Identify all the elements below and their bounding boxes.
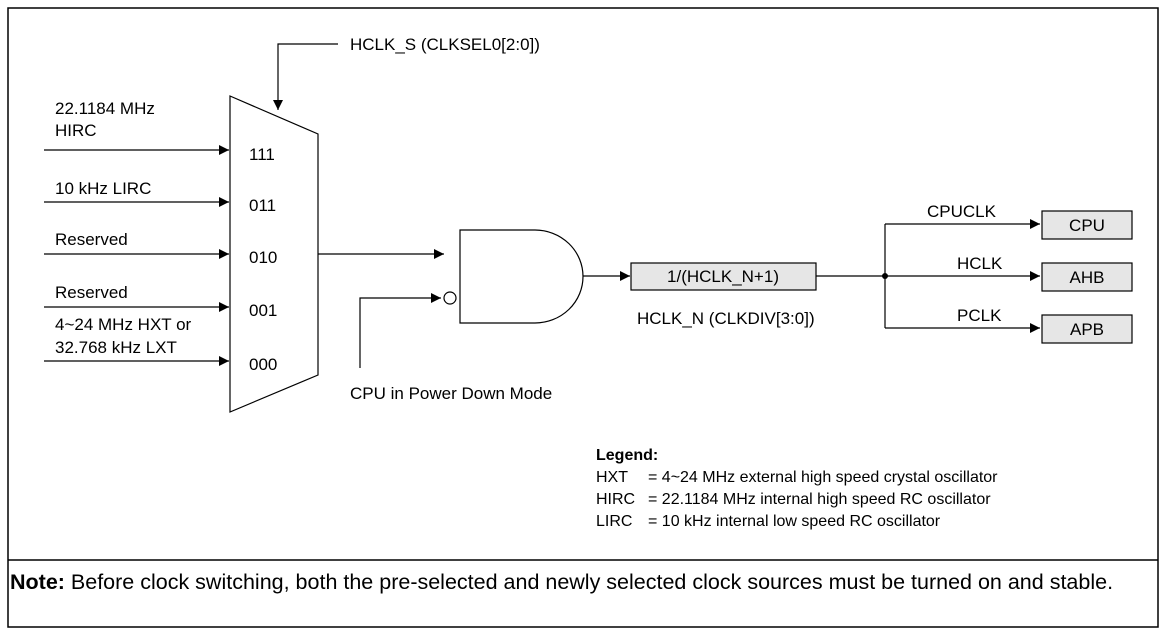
mux-code-111: 111 (249, 145, 275, 164)
input-label-reserved-1: Reserved (55, 230, 128, 249)
input-label-lirc: 10 kHz LIRC (55, 179, 151, 198)
legend-desc-lirc: = 10 kHz internal low speed RC oscillato… (648, 513, 941, 530)
legend-abbr-hxt: HXT (596, 469, 628, 486)
select-signal: HCLK_S (CLKSEL0[2:0]) (273, 35, 540, 110)
mux-code-001: 001 (249, 301, 277, 320)
apb-block-label: APB (1070, 320, 1104, 339)
signal-label-hclk: HCLK (957, 254, 1003, 273)
cpu-block-label: CPU (1069, 216, 1105, 235)
legend-desc-hxt: = 4~24 MHz external high speed crystal o… (648, 469, 998, 486)
input-label-hirc-line2: HIRC (55, 121, 97, 140)
apb-block (1041, 314, 1133, 344)
note-text: Before clock switching, both the pre-sel… (64, 570, 1114, 594)
mux-code-010: 010 (249, 248, 277, 267)
mux-code-011: 011 (249, 196, 276, 215)
mux-input-lines (44, 145, 229, 366)
gate-control-label: CPU in Power Down Mode (350, 384, 552, 403)
power-down-input (359, 291, 457, 368)
legend: Legend: HXT = 4~24 MHz external high spe… (596, 447, 998, 530)
divider-control-label: HCLK_N (CLKDIV[3:0]) (637, 309, 815, 328)
ahb-block-label: AHB (1070, 268, 1105, 287)
signal-label-pclk: PCLK (957, 306, 1002, 325)
clock-mux (229, 95, 319, 413)
and-gate (459, 229, 584, 324)
clock-distribution (816, 219, 1040, 333)
legend-abbr-lirc: LIRC (596, 513, 632, 530)
legend-desc-hirc: = 22.1184 MHz internal high speed RC osc… (648, 491, 991, 508)
input-label-hxt-line1: 4~24 MHz HXT or (55, 315, 192, 334)
outer-border (7, 7, 1159, 628)
note: Note: Before clock switching, both the p… (10, 568, 1140, 597)
ahb-block (1041, 262, 1133, 292)
input-label-hxt-line2: 32.768 kHz LXT (55, 338, 177, 357)
legend-abbr-hirc: HIRC (596, 491, 635, 508)
signal-label-cpuclk: CPUCLK (927, 202, 997, 221)
input-label-hirc-line1: 22.1184 MHz (55, 99, 155, 118)
mux-code-000: 000 (249, 355, 277, 374)
inversion-bubble (443, 291, 457, 305)
divider-label: 1/(HCLK_N+1) (667, 267, 779, 286)
input-label-reserved-2: Reserved (55, 283, 128, 302)
legend-title: Legend: (596, 447, 658, 464)
divider-block (630, 262, 817, 291)
select-signal-label: HCLK_S (CLKSEL0[2:0]) (350, 35, 540, 54)
cpu-block (1041, 210, 1133, 240)
note-label: Note: (10, 570, 65, 594)
